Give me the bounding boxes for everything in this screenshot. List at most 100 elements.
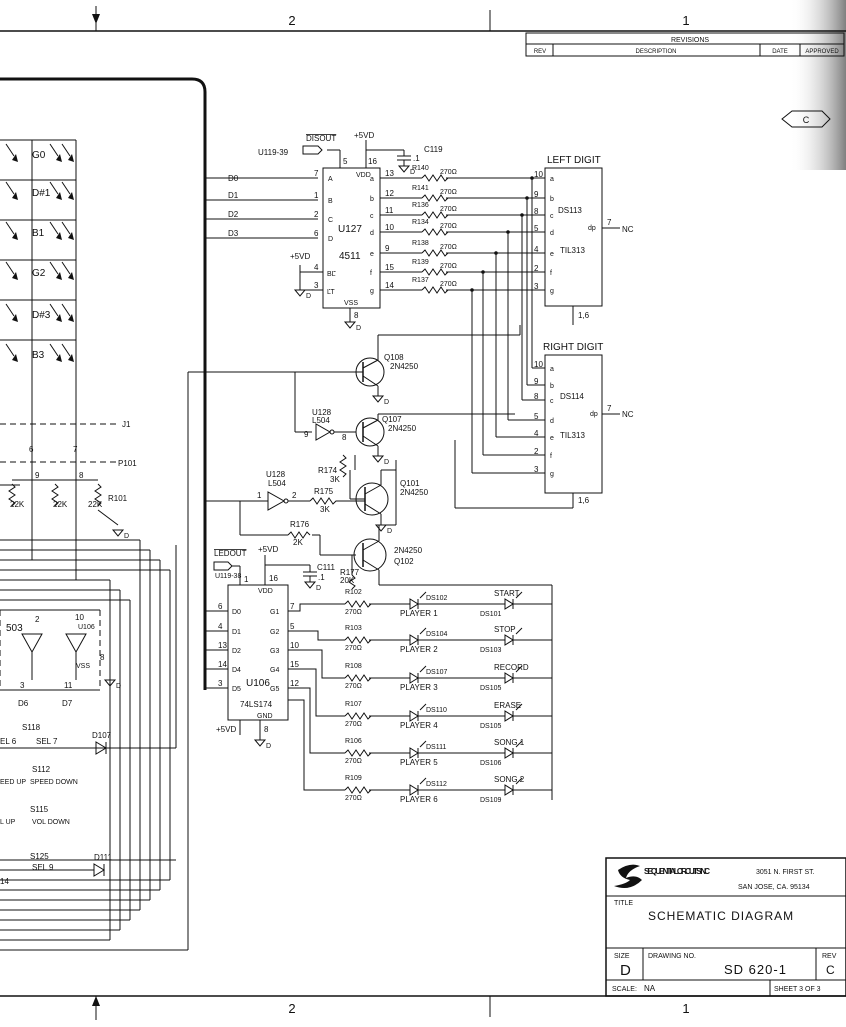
resistor-symbol	[344, 600, 372, 608]
left-digit-seg: e	[550, 251, 554, 258]
u106-signal: LEDOUT	[214, 549, 247, 558]
u106-cap: C111	[317, 563, 335, 572]
u128b-ref: U128	[266, 470, 286, 479]
u106-output-pin: 5	[290, 622, 295, 631]
pin-8: 8	[79, 471, 84, 480]
led-a-ref: DS111	[426, 744, 446, 751]
revisions-block: REVISIONS REV DESCRIPTION DATE APPROVED …	[525, 32, 845, 128]
led-b-label: RECORD	[494, 663, 529, 672]
mid-resistors	[287, 454, 365, 590]
ground-label: D	[124, 533, 129, 540]
led-a-label: PLAYER 2	[400, 645, 438, 654]
led-a-label: PLAYER 4	[400, 721, 438, 730]
zone-label-bottom-1: 1	[682, 1001, 689, 1016]
led-common-bus	[396, 584, 553, 800]
u106-output-pin: 7	[290, 602, 295, 611]
ground-symbol: D	[343, 321, 361, 332]
r177-val: 20K	[340, 576, 355, 585]
u127-label-lt: LT	[327, 289, 335, 296]
r-value-1: 22K	[53, 500, 68, 509]
resistor-symbol	[421, 286, 449, 294]
led-row-val: 270Ω	[345, 721, 362, 728]
revisions-title: REVISIONS	[671, 37, 709, 44]
u127-output-seg: g	[370, 288, 374, 295]
matrix-key-label: D#1	[32, 188, 51, 199]
buffer-a-pin-in: 2	[35, 615, 40, 624]
ground-label: D	[384, 399, 389, 406]
u127-vss: VSS	[344, 300, 358, 307]
q101-part: 2N4250	[400, 488, 429, 497]
ground-label: D	[410, 169, 415, 176]
company-name: SEQUENTIAL CIRCUITS INC	[644, 867, 710, 876]
u106-part: 74LS174	[240, 700, 273, 709]
right-digit-seg: g	[550, 471, 554, 478]
left-digit-common: 1,6	[578, 311, 590, 320]
left-digit-part: TIL313	[560, 246, 585, 255]
right-digit-pin: 2	[534, 447, 539, 456]
u127-pin-bl: 4	[314, 263, 319, 272]
r176-ref: R176	[290, 520, 310, 529]
u127-output-pin: 10	[385, 223, 394, 232]
u127-output-val: 270Ω	[440, 223, 457, 230]
transistor-q107	[355, 413, 515, 456]
u127-pin-vdd: 16	[368, 157, 377, 166]
scale-value: NA	[644, 984, 656, 993]
resistor-symbol	[421, 194, 449, 202]
right-digit-pin: 5	[534, 412, 539, 421]
u127-output-val: 270Ω	[440, 206, 457, 213]
matrix-key-label: G2	[32, 268, 46, 279]
u127-input-pin: 7	[314, 169, 319, 178]
left-digit-seg: f	[550, 270, 552, 277]
q108-part: 2N4250	[390, 362, 419, 371]
u128b-pin-in: 1	[257, 491, 262, 500]
rev-value: C	[826, 963, 835, 977]
u127-pin-vss: 8	[354, 311, 359, 320]
u106-output-label: G2	[270, 629, 279, 636]
left-digit-seg: b	[550, 196, 554, 203]
buffer-ref-b: U106	[78, 624, 95, 631]
led-b-label: ERASE	[494, 701, 521, 710]
sheet-number: SHEET 3 OF 3	[774, 986, 821, 993]
u127-cap: C119	[424, 145, 443, 154]
right-digit-title: RIGHT DIGIT	[543, 342, 603, 353]
u127-output-res: R140	[412, 165, 429, 172]
q102-ref: Q102	[394, 557, 414, 566]
left-digit-seg: a	[550, 176, 554, 183]
led-b-ref: DS109	[480, 797, 502, 804]
left-digit-ref: DS113	[558, 206, 582, 215]
led-a-ref: DS104	[426, 631, 448, 638]
rev-flag-letter: C	[803, 115, 810, 125]
transistor-q102	[351, 525, 396, 586]
right-digit-pin: 10	[534, 360, 543, 369]
left-digit-pin: 3	[534, 282, 539, 291]
label-d6: D6	[18, 699, 29, 708]
ground-label: D	[266, 743, 271, 750]
connector-p101: P101	[118, 459, 137, 468]
u127-output-res: R137	[412, 277, 429, 284]
u127-output-seg: c	[370, 213, 374, 220]
resistor-symbol	[344, 749, 372, 757]
left-digit-seg: c	[550, 213, 554, 220]
u106-input-label: D4	[232, 667, 241, 674]
diode-d111: D111	[94, 853, 112, 862]
u106-input-label: D1	[232, 629, 241, 636]
resistor-symbol	[344, 712, 372, 720]
data-bus	[0, 77, 318, 690]
led-row-val: 270Ω	[345, 683, 362, 690]
u127-aux-power: +5VD	[290, 252, 310, 261]
ground-label: D	[306, 293, 311, 300]
u128b-part: L504	[268, 479, 286, 488]
led-row-val: 270Ω	[345, 795, 362, 802]
right-digit-nc: NC	[622, 410, 634, 419]
ground-symbol: D	[303, 581, 321, 592]
led-a-label: PLAYER 3	[400, 683, 438, 692]
title-label: TITLE	[614, 900, 633, 907]
u128a-pin-out: 8	[342, 433, 347, 442]
u128a-ref: U128	[312, 408, 332, 417]
u128b-pin-out: 2	[292, 491, 297, 500]
ground-label: D	[384, 459, 389, 466]
u106-input-pin: 4	[218, 622, 223, 631]
